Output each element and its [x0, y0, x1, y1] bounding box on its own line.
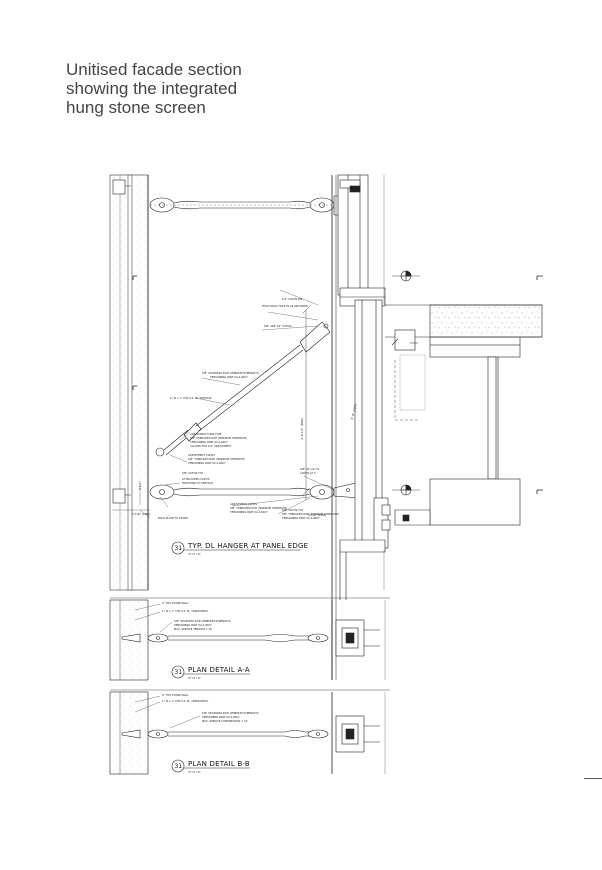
- page-corner-mark: [584, 778, 602, 779]
- detail-scale-2: 3"=1'-0": [188, 676, 202, 680]
- detail-number-2: 31: [175, 669, 183, 676]
- bottom-horizontal-rod: [149, 482, 361, 500]
- note-clevis-4: 5/8" CLEVIS TYP.: [182, 471, 203, 475]
- section-plan-a: [109, 597, 390, 681]
- note-turnbuckle-3: TENSIONING PART 02.4-0007: [190, 440, 228, 444]
- vert-dim-2: 3'-0" (DIM): [350, 404, 358, 421]
- detail-bubble-hanger: [171, 541, 185, 555]
- detail-number-3: 31: [175, 763, 183, 770]
- note-plan-a-2: 1" W x 1" THK S.S. PL. HORIZONTAL: [162, 609, 209, 613]
- note-plan-a-3: 5/8" STAINLESS ROD (MINIMUM STRENGTH): [174, 619, 231, 623]
- note-bottom-clevis-1: 5/8" CLEVIS TYP.: [282, 508, 303, 512]
- detail-number-1: 31: [175, 545, 183, 552]
- note-lug: 5/8" ARE 1/2" CLEVIS: [264, 324, 292, 328]
- note-clevis-6: FROM END TO VERTICAL: [182, 481, 214, 485]
- caption-line-2: showing the integrated: [66, 79, 238, 98]
- note-clevis-1: ADJUSTMENT CLEVIS: [188, 453, 215, 457]
- note-turnbuckle-2: 5/8" THREADED ROD (MINIMUM STRENGTH): [190, 436, 247, 440]
- detail-bubble-plan-b: [171, 759, 185, 773]
- note-bottom-clevis-2: 5/8" THREADED ROD (MINIMUM STRENGTH): [282, 512, 339, 516]
- caption-line-3: hung stone screen: [66, 98, 206, 117]
- note-top-right-1: 1/2" CLEVIS PIN: [282, 297, 302, 301]
- note-plan-b-2: 1" W x 1" THK S.S. PL. HORIZONTAL: [162, 699, 209, 703]
- dim-2: 2 1/2": [138, 480, 142, 490]
- note-plate-anchor: BACK PLATE TO STONE: [158, 516, 188, 520]
- note-plan-a-1: 4" THK STONE WALL: [162, 601, 189, 605]
- note-plan-b-4: TENSIONING PART 02.4-0007: [202, 715, 240, 719]
- note-clevis-2: 5/8" THREADED ROD (MINIMUM STRENGTH): [188, 457, 245, 461]
- caption-line-1: Unitised facade section: [66, 60, 242, 79]
- vertical-plate: [127, 174, 133, 591]
- note-bottom-lug-2: CLEVIS AT 2: [300, 471, 316, 475]
- detail-scale-3: 3"=1'-0": [188, 770, 202, 774]
- concrete-slab: [429, 304, 543, 338]
- note-plan-a-4: TENSIONING PART 02.4-0007: [174, 623, 212, 627]
- note-clevis-5: AT PROVIDED CLEVIS: [182, 477, 210, 481]
- note-turnbuckle-1: ADJUSTABLE TURN TYPE: [190, 432, 222, 436]
- vert-dim: 2'-8 1/2" (DIM): [300, 418, 304, 440]
- section-plan-b: [109, 689, 390, 775]
- notes-hanger: 1/2" CLEVIS PIN FIELD DRILL HOLE IN AS R…: [132, 297, 358, 556]
- notes-plan-a: 4" THK STONE WALL 1" W x 1" THK S.S. PL.…: [162, 601, 250, 680]
- note-adjust-2: 5/8" THREADED ROD (MINIMUM STRENGTH): [230, 506, 287, 510]
- dim-1: 5 1/2" (DIM): [132, 512, 150, 516]
- note-plan-a-5: MAX. SERVICE TENSION = 2K: [174, 627, 212, 631]
- note-adjust-3: TENSIONING PART 02.4-0007: [230, 510, 268, 514]
- level-marker-lower: [392, 484, 420, 496]
- section-hanger-detail: [109, 174, 543, 680]
- detail-bubble-plan-a: [171, 665, 185, 679]
- level-marker-upper: [392, 270, 420, 282]
- detail-title-2: PLAN DETAIL A-A: [188, 666, 250, 674]
- diagonal-rod: [155, 321, 331, 457]
- note-plan-b-5: MAX. SERVICE COMPRESSION = 1K: [202, 719, 248, 723]
- mullion: [337, 174, 369, 296]
- detail-title-1: TYP. DL HANGER AT PANEL EDGE: [187, 542, 308, 550]
- dim-3: 5 1/2" (DIM): [308, 513, 326, 517]
- caption: Unitised facade section showing the inte…: [66, 60, 366, 117]
- detail-title-3: PLAN DETAIL B-B: [188, 760, 250, 768]
- note-adjust-1: ADJUSTMENT CLEVIS: [230, 502, 257, 506]
- note-clevis-3: TENSIONING PART 02.4-0007: [188, 461, 226, 465]
- note-plate-vert: 1" W x 1" THK S.S. PL. VERTICAL: [170, 396, 213, 400]
- top-horizontal-rod: [149, 197, 335, 213]
- note-diag-rod-2: TENSIONING PART 02.4-0007: [210, 375, 248, 379]
- note-top-right-2: FIELD DRILL HOLE IN AS REQUIRED: [262, 304, 308, 308]
- note-turnbuckle-4: ALLOWS FOR 3/4" ADJUSTMENT: [190, 444, 231, 448]
- note-bottom-clevis-3: TENSIONING PART 02.4-0007: [282, 516, 320, 520]
- steel-beam: [429, 344, 521, 358]
- note-plan-b-1: 4" THK STONE WALL: [162, 693, 189, 697]
- note-plan-b-3: 5/8" STAINLESS ROD (MINIMUM STRENGTH): [202, 711, 259, 715]
- note-bottom-lug: 5/8" AT 1/2" PL: [300, 467, 320, 471]
- notes-plan-b: 4" THK STONE WALL 1" W x 1" THK S.S. PL.…: [162, 693, 259, 774]
- detail-scale-1: 3"=1'-0": [188, 552, 202, 556]
- note-diag-rod: 5/8" STAINLESS ROD (MINIMUM STRENGTH): [202, 371, 259, 375]
